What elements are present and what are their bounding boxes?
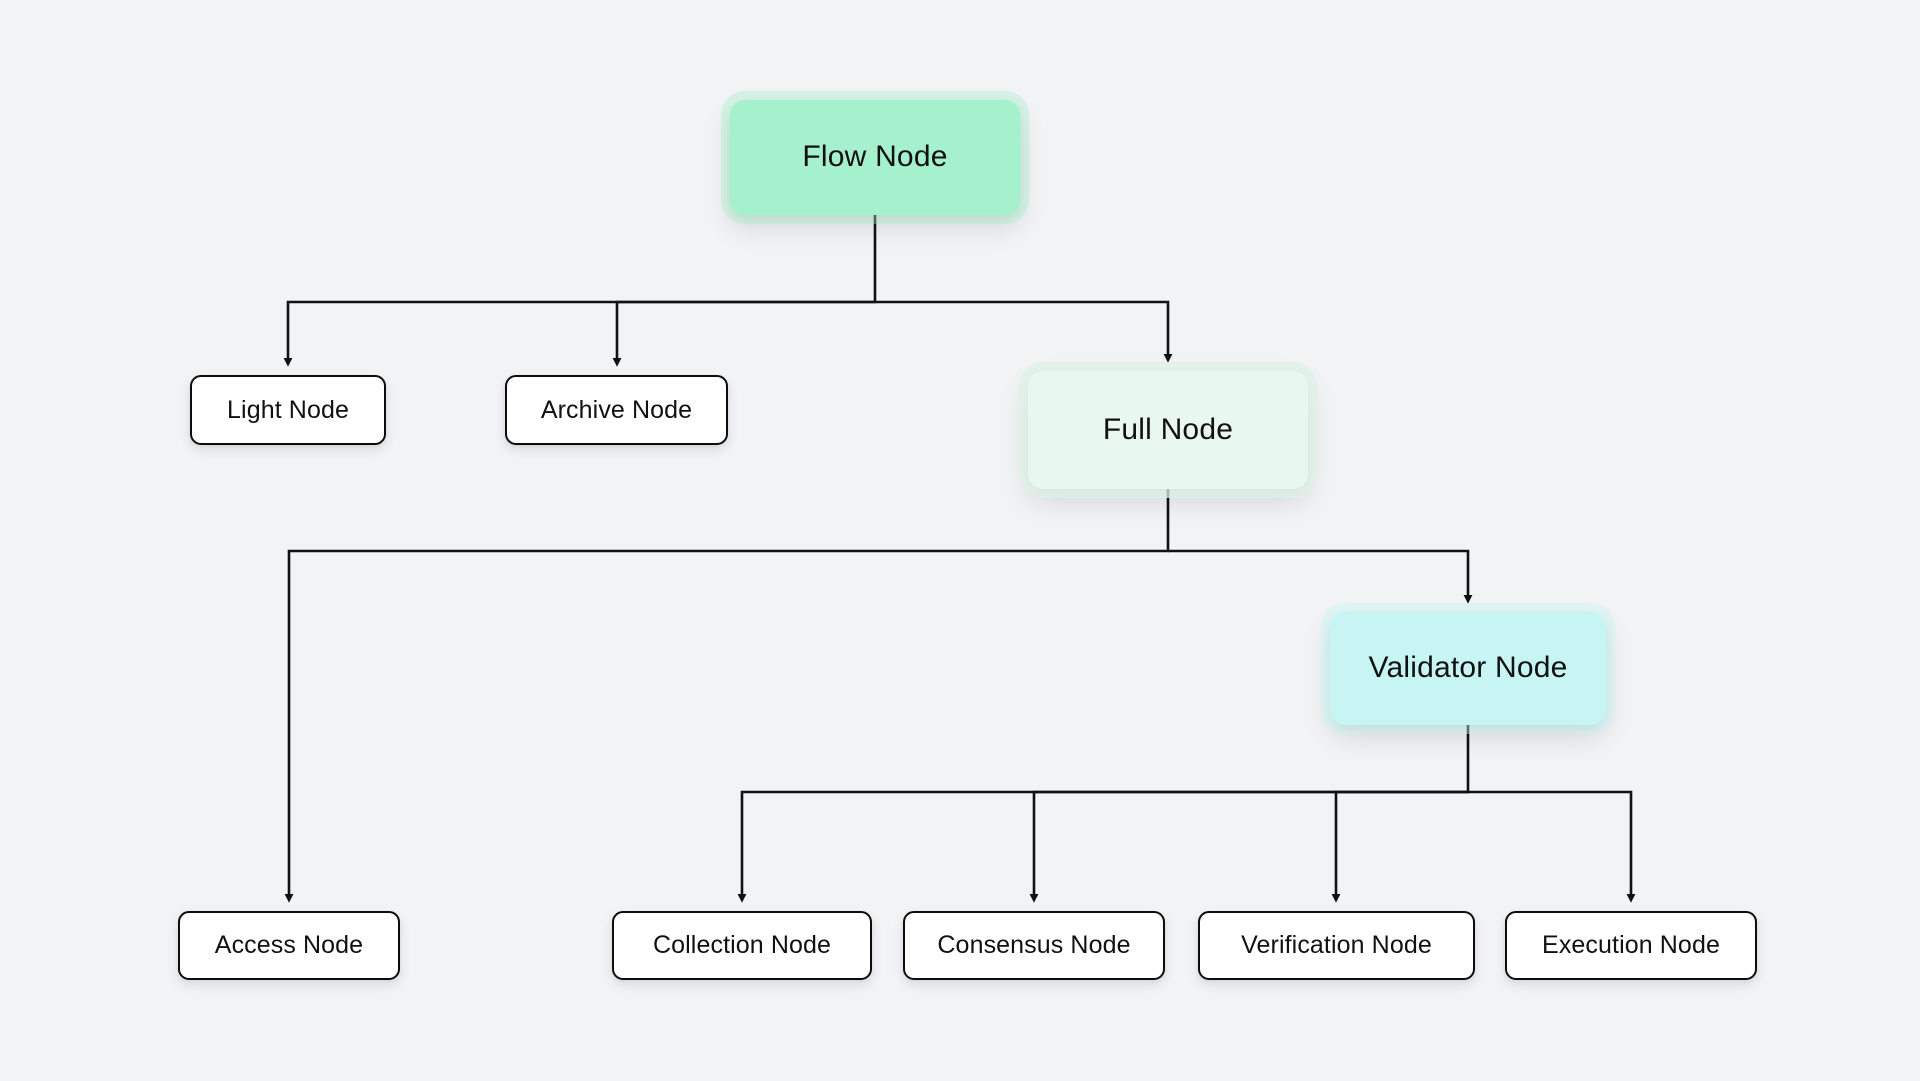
edge-flow-to-light: [283, 215, 877, 367]
edge-flow-to-archive: [612, 300, 875, 367]
edge-flow-to-full: [875, 300, 1173, 363]
node-verification-node-label: Verification Node: [1241, 931, 1432, 960]
node-validator-node[interactable]: Validator Node: [1330, 612, 1606, 725]
edge-validator-to-consensus: [1029, 790, 1468, 903]
edge-validator-to-verification: [1331, 790, 1468, 903]
edge-validator-to-collection: [737, 725, 1470, 903]
node-flow-node-label: Flow Node: [802, 140, 948, 174]
node-execution-node-label: Execution Node: [1542, 931, 1720, 960]
node-execution-node[interactable]: Execution Node: [1505, 911, 1757, 980]
edge-full-to-access: [284, 489, 1170, 903]
node-validator-node-label: Validator Node: [1368, 651, 1568, 685]
node-flow-node[interactable]: Flow Node: [730, 100, 1020, 215]
node-verification-node[interactable]: Verification Node: [1198, 911, 1475, 980]
node-full-node[interactable]: Full Node: [1028, 371, 1308, 489]
edge-validator-to-execution: [1468, 790, 1636, 903]
node-archive-node-label: Archive Node: [540, 395, 693, 424]
node-full-node-label: Full Node: [1102, 412, 1234, 446]
node-consensus-node[interactable]: Consensus Node: [903, 911, 1165, 980]
node-light-node-label: Light Node: [227, 395, 349, 424]
node-archive-node[interactable]: Archive Node: [505, 375, 728, 445]
node-collection-node-label: Collection Node: [653, 931, 831, 960]
node-collection-node[interactable]: Collection Node: [612, 911, 872, 980]
edge-full-to-validator: [1168, 549, 1473, 604]
node-access-node[interactable]: Access Node: [178, 911, 400, 980]
node-access-node-label: Access Node: [214, 931, 364, 960]
node-light-node[interactable]: Light Node: [190, 375, 386, 445]
node-consensus-node-label: Consensus Node: [937, 931, 1131, 960]
